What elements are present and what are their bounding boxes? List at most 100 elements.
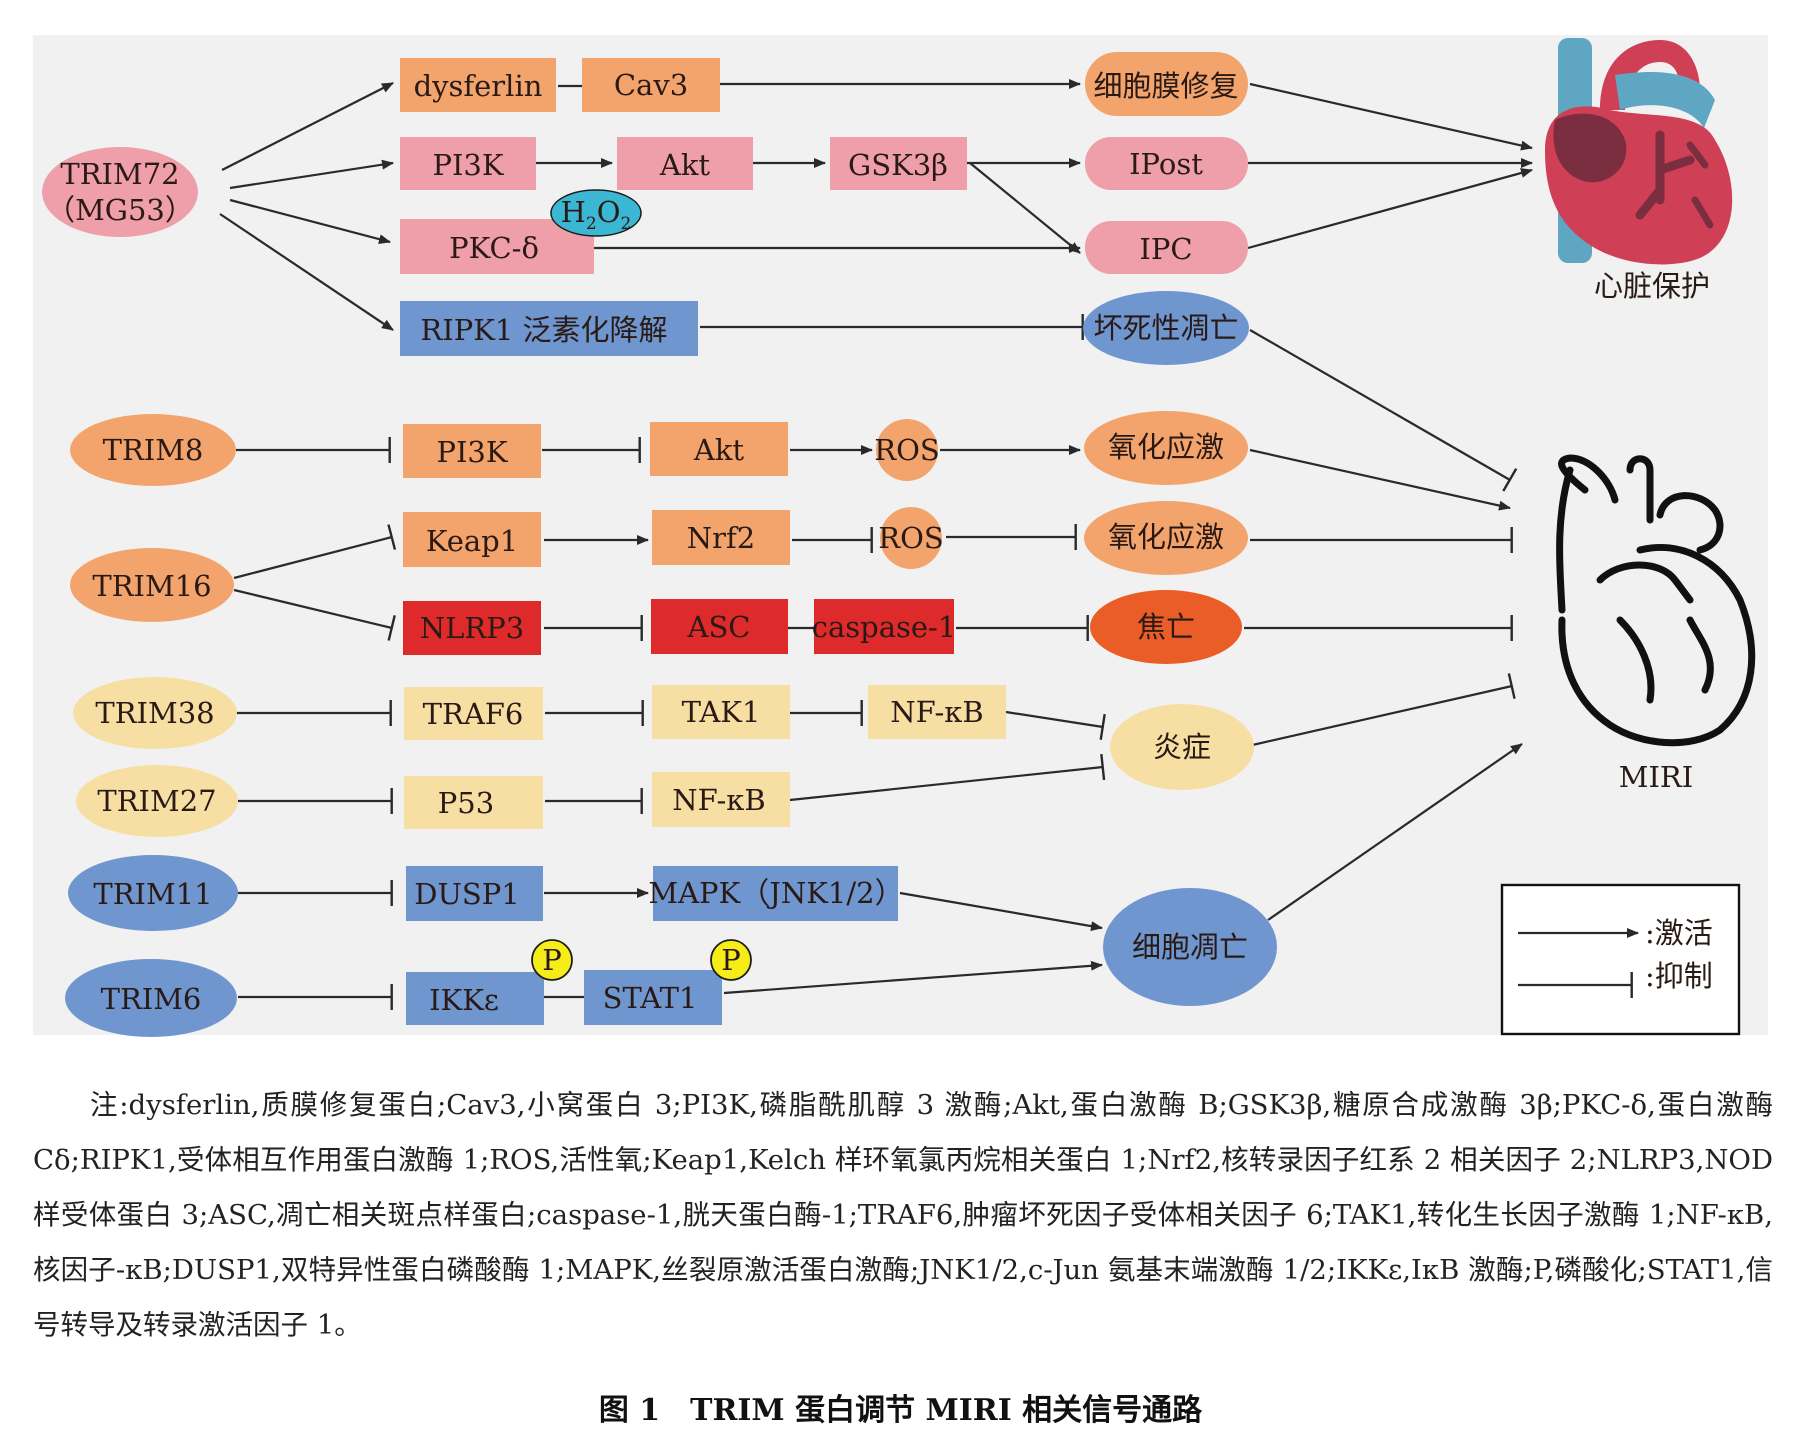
node-tak1 — [652, 685, 790, 739]
node-stat1 — [584, 970, 722, 1025]
label-pi3k-a: PI3K — [432, 148, 504, 182]
node-nfkb-a — [868, 685, 1006, 739]
trim-pathway-diagram: TRIM72 （MG53） dysferlin Cav3 PI3K Akt GS… — [33, 35, 1768, 1037]
edge-inflam-miri — [1247, 673, 1516, 748]
legend-inhibit-label: :抑制 — [1645, 959, 1713, 993]
node-asc — [651, 599, 788, 654]
node-nrf2 — [652, 510, 790, 565]
node-keap1 — [403, 512, 541, 567]
node-h2o2 — [550, 189, 642, 237]
label-asc: ASC — [687, 610, 751, 644]
node-dysferlin — [400, 58, 556, 112]
label-gsk3b: GSK3β — [848, 148, 948, 182]
edge-repair-heart — [1249, 82, 1533, 151]
heart-protect-icon — [1545, 38, 1733, 265]
edge-necro-miri — [1249, 329, 1518, 492]
figure-caption: 图 1 TRIM 蛋白调节 MIRI 相关信号通路 — [598, 1393, 1203, 1428]
label-ros-b: ROS — [878, 521, 943, 555]
label-pkcd: PKC-δ — [449, 231, 539, 265]
miri-heart-icon — [1556, 454, 1756, 747]
node-repair — [1085, 52, 1248, 116]
node-p53 — [404, 776, 543, 829]
label-tak1: TAK1 — [682, 695, 761, 729]
legend-activate-label: :激活 — [1645, 916, 1713, 950]
phospho-badge-stat1 — [710, 939, 752, 981]
edge-trim72-pkcd — [229, 198, 391, 245]
label-trim72-mg53: （MG53） — [46, 193, 194, 227]
label-nfkb-a: NF-κB — [890, 695, 983, 729]
node-apoptosis — [1103, 888, 1277, 1006]
label-phospho-ikke: P — [542, 943, 562, 977]
label-miri: MIRI — [1619, 760, 1693, 794]
label-nlrp3: NLRP3 — [420, 611, 524, 645]
node-trim72 — [42, 147, 198, 237]
node-trim6 — [65, 959, 237, 1037]
label-ikke: IKKε — [429, 983, 499, 1017]
node-trim16 — [70, 548, 234, 622]
node-trim11 — [68, 855, 238, 931]
label-necroptosis: 坏死性凋亡 — [1093, 311, 1238, 345]
label-dusp1: DUSP1 — [414, 877, 520, 911]
label-traf6: TRAF6 — [423, 697, 524, 731]
node-trim38 — [73, 677, 237, 749]
label-nfkb-b: NF-κB — [672, 783, 765, 817]
node-ros-b — [880, 507, 942, 569]
edge-nfkb-inflam — [1005, 710, 1106, 740]
label-ox-a: 氧化应激 — [1108, 430, 1224, 464]
label-trim72: TRIM72 — [60, 157, 179, 191]
node-trim27 — [76, 765, 238, 837]
edge-trim72-ripk1 — [219, 213, 394, 331]
label-trim6: TRIM6 — [101, 982, 202, 1016]
node-pyroptosis — [1090, 590, 1242, 664]
label-p53: P53 — [438, 786, 494, 820]
node-pi3k-b — [403, 424, 541, 478]
node-ipost — [1085, 137, 1248, 190]
edge-apop-miri — [1267, 743, 1523, 921]
figure-note: 注:dysferlin,质膜修复蛋白;Cav3,小窝蛋白 3;PI3K,磷脂酰肌… — [33, 1089, 1773, 1341]
edge-mapk-apop — [899, 891, 1103, 932]
node-pi3k-a — [400, 137, 536, 190]
node-ros-a — [876, 419, 938, 481]
edge-ipc-heart — [1247, 168, 1533, 250]
node-dusp1 — [406, 866, 543, 921]
edge-nfkb-b-inflam — [789, 753, 1106, 802]
label-trim38: TRIM38 — [95, 696, 214, 730]
node-casp1 — [814, 599, 954, 654]
label-trim11: TRIM11 — [93, 877, 212, 911]
node-cav3 — [582, 58, 720, 112]
label-pi3k-b: PI3K — [436, 435, 508, 469]
pathway-edges — [219, 79, 1533, 1010]
edge-ox-miri — [1249, 448, 1511, 511]
label-trim8: TRIM8 — [103, 433, 204, 467]
node-akt-a — [617, 137, 753, 190]
node-traf6 — [404, 687, 543, 740]
phospho-badge-ikke — [531, 939, 573, 981]
label-dysferlin: dysferlin — [414, 69, 543, 103]
node-ox-b — [1084, 501, 1248, 575]
label-akt-b: Akt — [693, 433, 745, 467]
node-akt-b — [650, 422, 788, 476]
label-inflammation: 炎症 — [1153, 730, 1211, 764]
node-nfkb-b — [652, 772, 790, 827]
node-mapk — [653, 866, 898, 921]
label-keap1: Keap1 — [426, 524, 518, 558]
label-apoptosis: 细胞凋亡 — [1132, 930, 1248, 964]
legend: :激活 :抑制 — [1500, 883, 1741, 1036]
label-cav3: Cav3 — [614, 68, 688, 102]
node-ox-a — [1084, 411, 1248, 485]
label-casp1: caspase-1 — [812, 610, 957, 644]
label-h2o2: H2O2 — [561, 195, 632, 234]
label-heart-protect: 心脏保护 — [1594, 269, 1710, 303]
label-repair: 细胞膜修复 — [1093, 69, 1238, 103]
label-nrf2: Nrf2 — [687, 521, 755, 555]
node-necroptosis — [1083, 291, 1249, 365]
node-ipc — [1085, 221, 1248, 274]
label-mapk: MAPK（JNK1/2） — [648, 876, 903, 910]
label-akt-a: Akt — [659, 148, 711, 182]
node-gsk3b — [830, 137, 967, 190]
label-trim16: TRIM16 — [92, 569, 211, 603]
node-inflammation — [1110, 704, 1254, 790]
edge-trim16-keap1 — [233, 524, 397, 580]
node-trim8 — [70, 414, 236, 486]
edge-gsk-ipc — [969, 162, 1081, 254]
